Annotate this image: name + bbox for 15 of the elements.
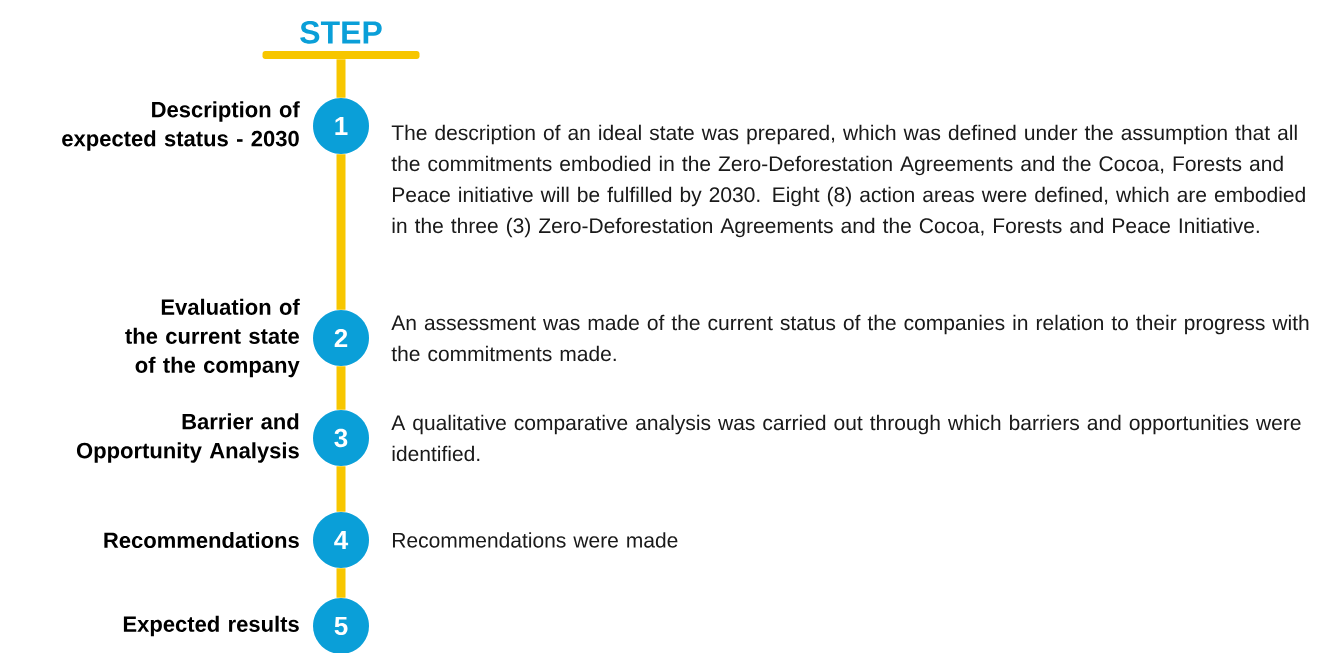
- step-label: Expected results: [123, 615, 299, 637]
- step-label: Description of expected status - 2030: [62, 101, 300, 151]
- connector-line: [336, 568, 346, 598]
- connector-line: [336, 59, 346, 98]
- connector-line: [336, 366, 346, 410]
- step-description: Recommendations were made: [393, 532, 678, 548]
- step-description: The description of an ideal state was prepared, which was defined under the assumption that all the commitments embodied in the Zero-Deforestation Agreements and the Cocoa, Forests and Peace initiative will be fulfilled by 2030. Eight (8) action areas were defined, which are embodied in the three (3) Zero-Deforestation Agreements and the Cocoa, Forests and Peace Initiative.: [391, 124, 1305, 238]
- step-heading: STEP: [300, 21, 382, 44]
- connector-line: [336, 154, 346, 310]
- step-label: Recommendations: [104, 531, 299, 549]
- step-description: A qualitative comparative analysis was carried out through which barriers and opportunities were identified.: [391, 414, 1301, 462]
- connector-line: [336, 466, 346, 512]
- step-label: Evaluation of the current state of the company: [125, 298, 300, 378]
- step-label: Barrier and Opportunity Analysis: [76, 413, 299, 463]
- step-description: An assessment was made of the current status of the companies in relation to their progress with the commitments made.: [391, 314, 1309, 362]
